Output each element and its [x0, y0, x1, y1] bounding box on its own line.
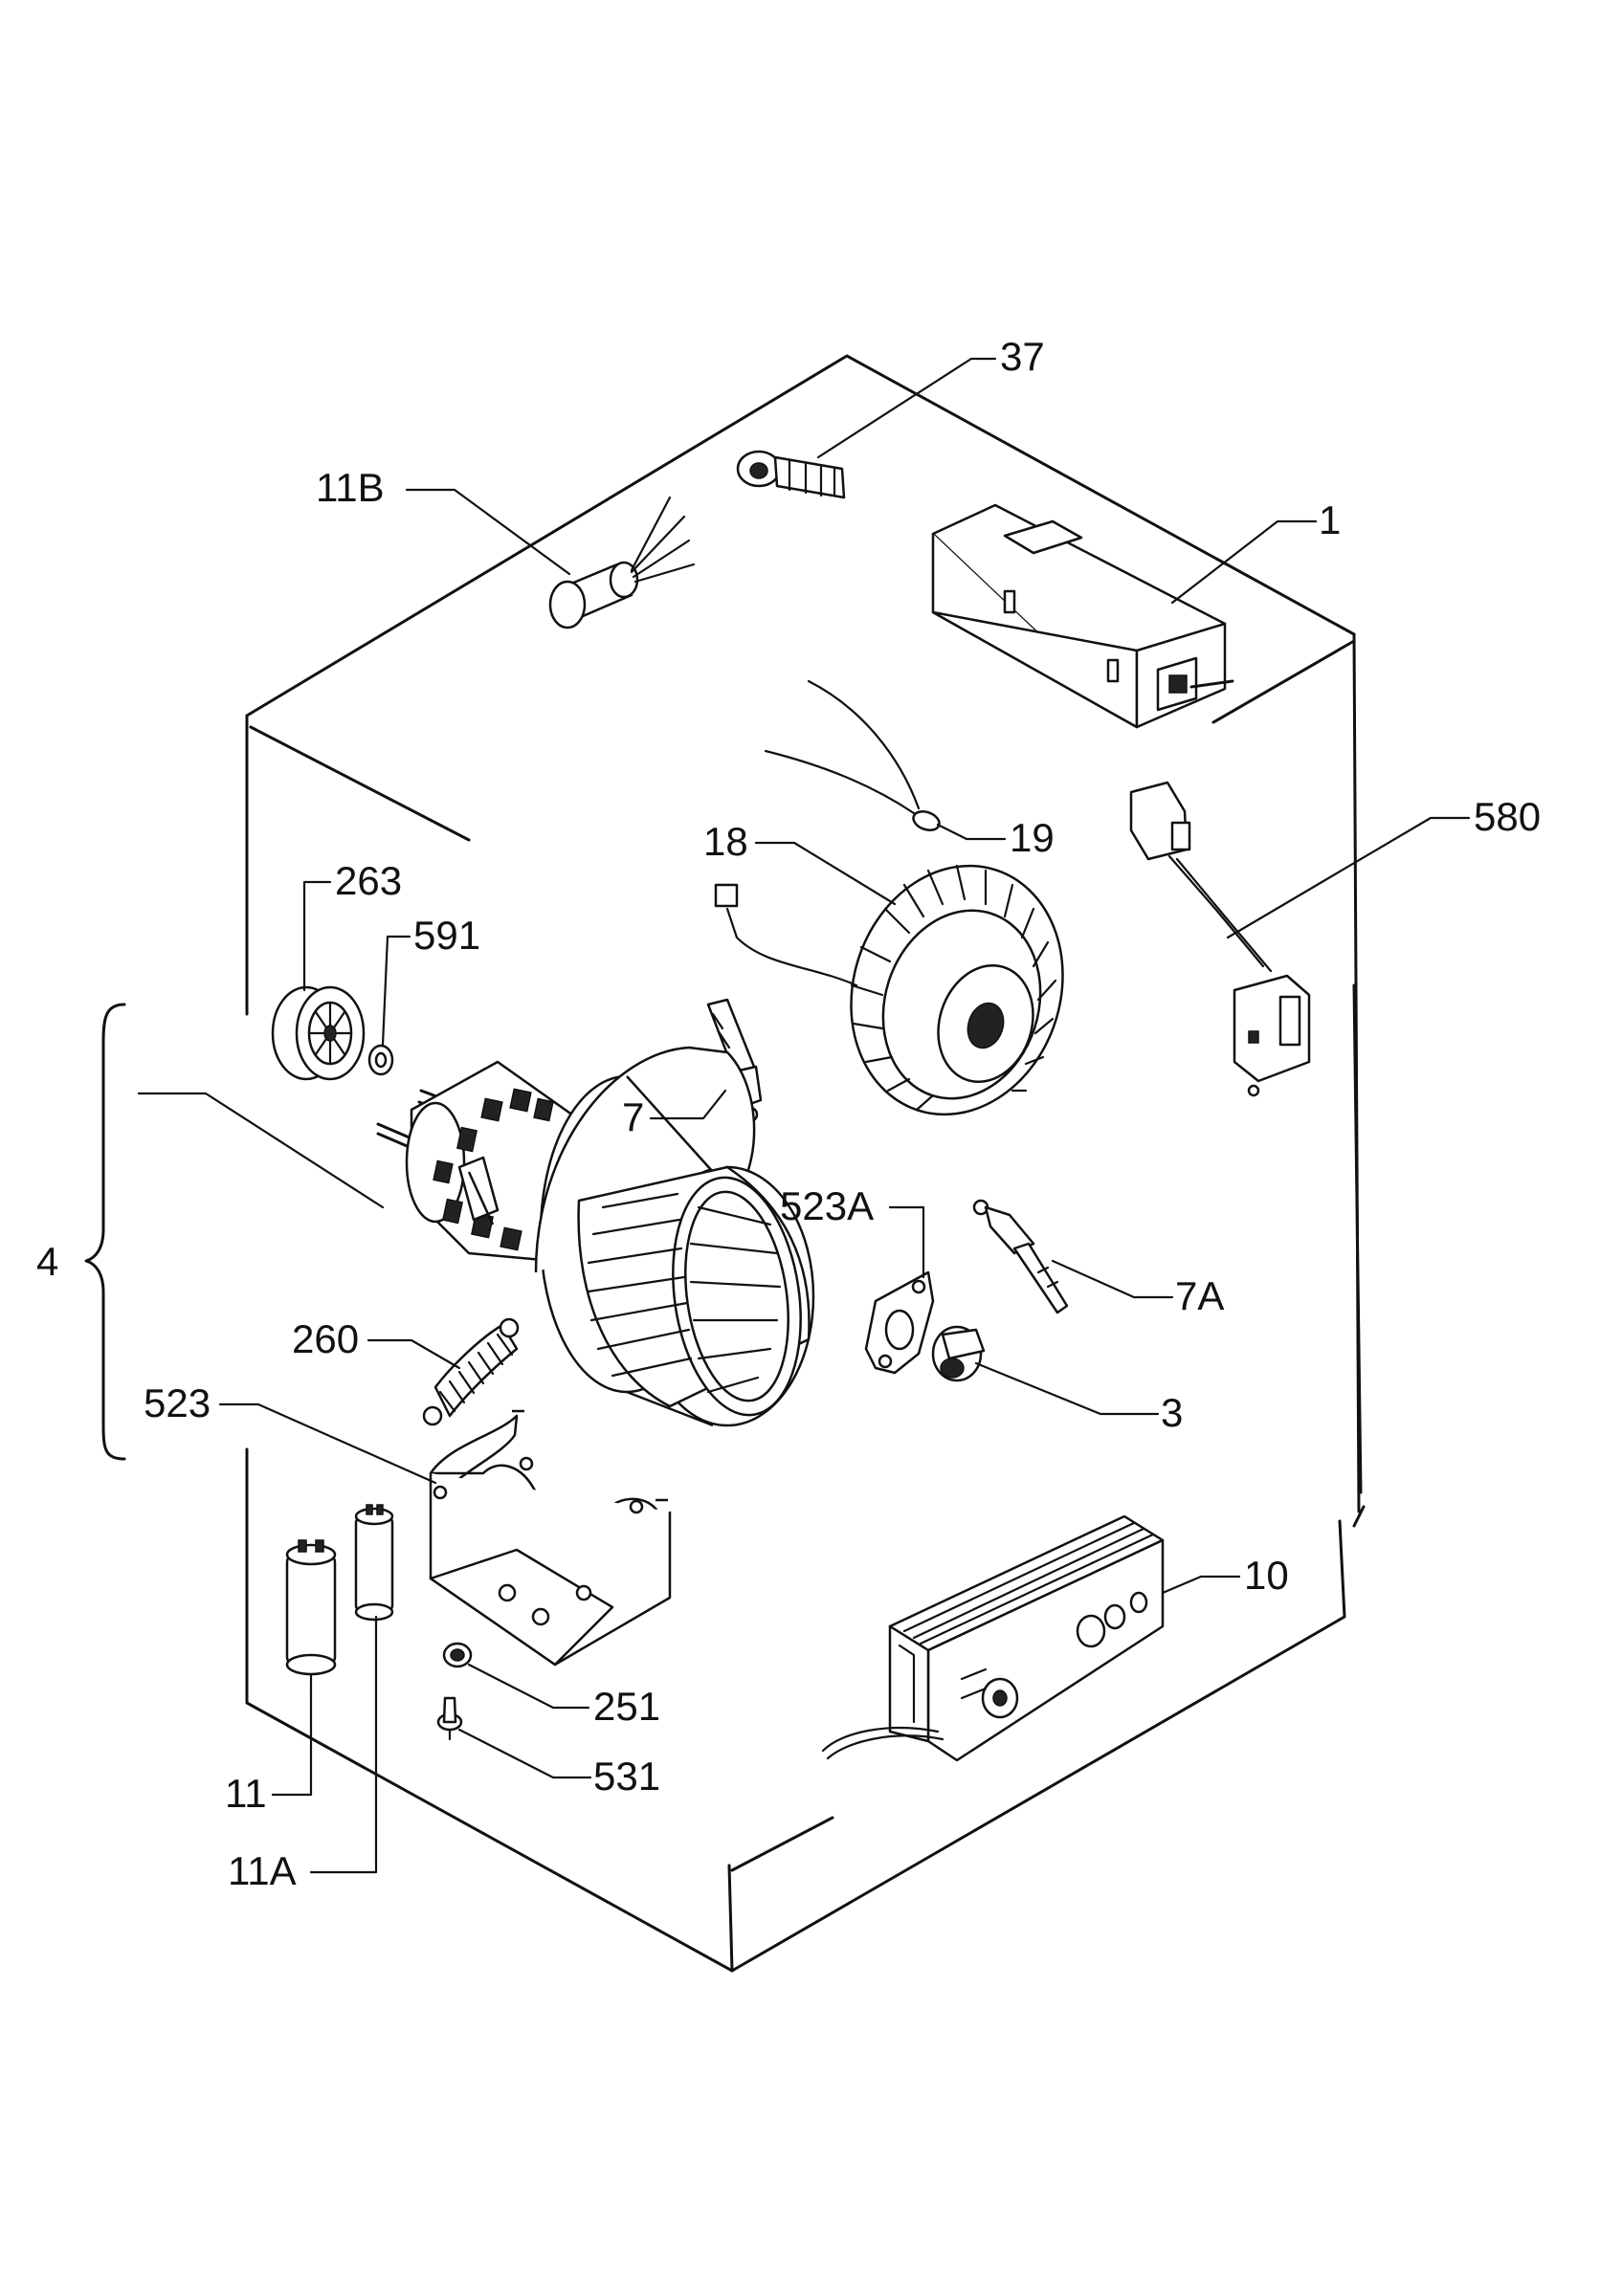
part-3-thermostat [931, 1325, 986, 1382]
part-11b-capacitor [548, 496, 696, 629]
part-18-fan-wheel [714, 864, 1064, 1116]
label-11: 11 [225, 1771, 267, 1816]
leader-lines [84, 357, 1471, 1874]
part-251-nut [442, 1642, 473, 1668]
label-37: 37 [1000, 334, 1045, 379]
part-7a-probe [972, 1199, 1069, 1314]
label-11a: 11A [228, 1848, 297, 1893]
part-260-spring [422, 1317, 520, 1426]
label-251: 251 [593, 1684, 660, 1729]
label-263: 263 [335, 858, 402, 903]
part-37-terminal-block [736, 450, 846, 499]
part-263-pulley [271, 985, 366, 1081]
part-11-capacitor [285, 1539, 337, 1695]
label-523a: 523A [780, 1183, 874, 1228]
label-523: 523 [144, 1380, 211, 1425]
part-1-control-box [931, 503, 1234, 729]
label-7: 7 [622, 1094, 644, 1139]
label-580: 580 [1474, 794, 1541, 839]
part-523a-gasket [864, 1270, 935, 1375]
label-19: 19 [1010, 815, 1055, 860]
part-19-sensor [764, 679, 941, 831]
part-10-heater [821, 1514, 1165, 1762]
label-4: 4 [36, 1239, 58, 1284]
callout-labels: 37 11B 1 19 580 18 263 591 7 4 523A 7A 2… [36, 334, 1541, 1893]
label-260: 260 [292, 1316, 359, 1361]
part-4-motor-assembly [376, 1046, 815, 1427]
part-523-bracket [429, 1409, 672, 1667]
part-580-switch-assembly [1129, 781, 1311, 1097]
part-11a-capacitor [354, 1504, 394, 1622]
label-531: 531 [593, 1754, 660, 1799]
label-7a: 7A [1175, 1273, 1224, 1318]
label-10: 10 [1244, 1553, 1289, 1598]
label-11b: 11B [316, 465, 385, 510]
label-18: 18 [703, 819, 748, 864]
label-3: 3 [1161, 1390, 1183, 1435]
label-1: 1 [1319, 497, 1341, 542]
part-591-washer [367, 1044, 394, 1076]
label-591: 591 [413, 913, 480, 958]
part-531-screw [436, 1696, 463, 1741]
cabinet-outline [245, 354, 1366, 1973]
